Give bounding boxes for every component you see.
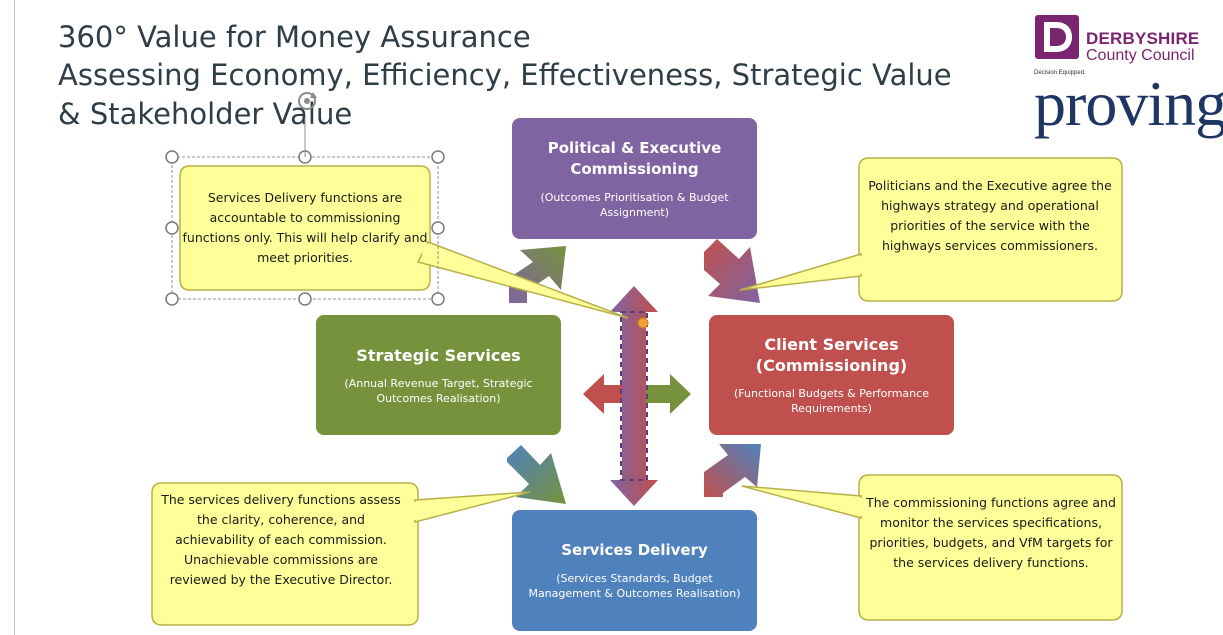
box-strategic-detail: (Annual Revenue Target, Strategic Outcom… bbox=[344, 376, 533, 405]
box-client-heading: Client Services (Commissioning) bbox=[755, 335, 908, 375]
box-services-delivery: Services Delivery (Services Standards, B… bbox=[512, 510, 757, 631]
box-client-services: Client Services (Commissioning) (Functio… bbox=[709, 315, 954, 435]
callout-top-right bbox=[739, 157, 1123, 302]
derbyshire-d-icon bbox=[1035, 15, 1079, 59]
callout-top-left bbox=[165, 118, 629, 319]
derbyshire-logo: DERBYSHIRE County Council Decision Equip… bbox=[1034, 14, 1223, 139]
slide-left-rule bbox=[14, 0, 15, 635]
box-strategic-services: Strategic Services (Annual Revenue Targe… bbox=[316, 315, 561, 435]
callout-bottom-left bbox=[151, 482, 531, 626]
box-strategic-heading: Strategic Services bbox=[356, 345, 521, 365]
slide-title-line-3: & Stakeholder Value bbox=[58, 97, 353, 131]
arrow-client-delivery bbox=[704, 444, 761, 497]
slide-title-line-2: Assessing Economy, Efficiency, Effective… bbox=[58, 58, 952, 92]
logo-org-sub: County Council bbox=[1086, 47, 1195, 64]
arrow-political-delivery bbox=[610, 286, 658, 506]
rotate-handle-icon[interactable] bbox=[296, 90, 318, 112]
box-delivery-heading: Services Delivery bbox=[561, 541, 708, 559]
callout-top-left-text[interactable]: Services Delivery functions are accounta… bbox=[182, 190, 428, 265]
arrow-strategic-delivery bbox=[507, 445, 566, 504]
slide-title-line-1: 360° Value for Money Assurance bbox=[58, 20, 531, 54]
callout-bottom-right bbox=[741, 474, 1123, 621]
box-political-heading: Political & Executive Commissioning bbox=[547, 138, 722, 178]
callout-top-right-text: Politicians and the Executive agree the … bbox=[868, 178, 1112, 253]
box-delivery-detail: (Services Standards, Budget Management &… bbox=[528, 572, 741, 600]
logo-tagline: Decision Equipped. bbox=[1034, 70, 1086, 76]
box-political-executive-commissioning: Political & Executive Commissioning (Out… bbox=[512, 118, 757, 239]
arrow-strategic-client bbox=[583, 374, 691, 414]
selection-handles[interactable] bbox=[165, 118, 445, 306]
arrow-political-client bbox=[704, 239, 760, 303]
box-client-detail: (Functional Budgets & Performance Requir… bbox=[734, 387, 929, 415]
logo-org-name: DERBYSHIRE bbox=[1086, 29, 1200, 48]
box-political-detail: (Outcomes Prioritisation & Budget Assign… bbox=[540, 190, 729, 219]
callout-bottom-left-text: The services delivery functions assess t… bbox=[161, 492, 401, 587]
logo-wordmark: proving bbox=[1034, 68, 1223, 139]
callout-bottom-right-text: The commissioning functions agree and mo… bbox=[866, 495, 1116, 570]
